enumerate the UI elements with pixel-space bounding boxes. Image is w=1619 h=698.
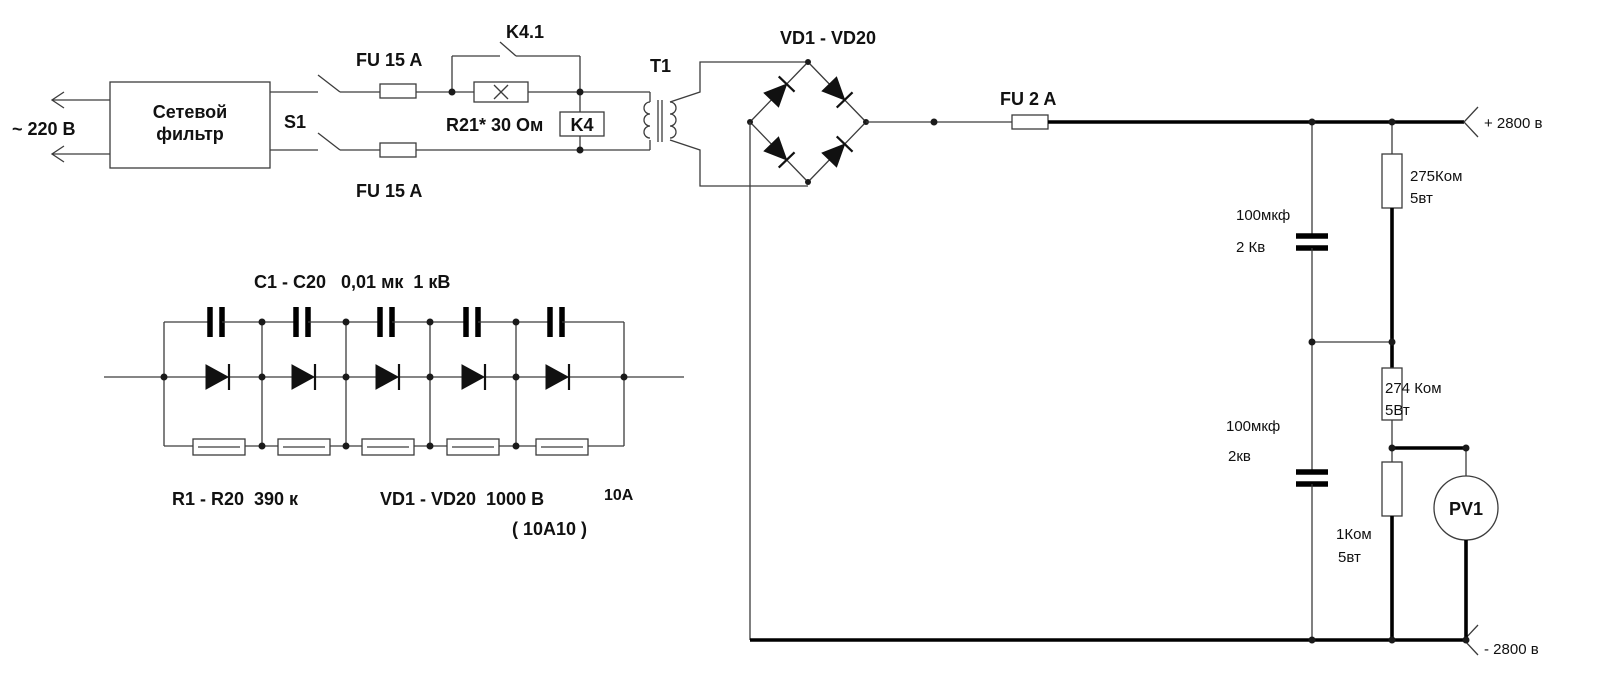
mains-input-label: ~ 220 В (12, 119, 76, 139)
switch-s1-label: S1 (284, 112, 306, 132)
cap-bot-value: 100мкф (1226, 418, 1280, 435)
detail-diode-1 (205, 364, 231, 390)
cap-top-voltage: 2 Кв (1236, 239, 1265, 256)
res-mid-value: 274 Ком (1385, 380, 1442, 397)
res-bot-power: 5вт (1338, 549, 1361, 566)
bridge-label: VD1 - VD20 (780, 28, 876, 48)
detail-diode-5 (545, 364, 571, 390)
fuse-2a (1011, 114, 1049, 130)
diode-bridge: VD1 - VD20 (747, 28, 1012, 640)
transformer-t1: T1 (643, 56, 808, 187)
detail-diode-4 (461, 364, 487, 390)
voltmeter-label: PV1 (1449, 499, 1483, 519)
fuse-bottom (379, 142, 417, 158)
mains-section: ~ 220 В Сетевой фильтр S1 FU 15 A FU 15 … (12, 22, 650, 201)
output-section: FU 2 A + 2800 в - 2800 в 100мкф 2 Кв 100… (750, 89, 1542, 658)
fuse-top-label: FU 15 A (356, 50, 422, 70)
switch-s1-pole-bottom (317, 132, 341, 151)
mains-filter-box (109, 81, 271, 169)
relay-coil-k4 (559, 111, 605, 137)
mains-filter-label-1: Сетевой (153, 102, 228, 122)
bridge-diode-3 (763, 136, 796, 169)
out-minus-label: - 2800 в (1484, 641, 1539, 658)
switch-s1-pole-top (317, 74, 341, 93)
relay-contact-label: K4.1 (506, 22, 544, 42)
cap-top-value: 100мкф (1236, 207, 1290, 224)
bridge-diode-1 (763, 75, 796, 108)
detail-current-label: 10A (604, 487, 634, 504)
out-plus-terminal (1463, 106, 1479, 138)
res-mid-power: 5Вт (1385, 402, 1410, 419)
out-plus-label: + 2800 в (1484, 115, 1542, 132)
diode-stack-detail: C1 - C20 0,01 мк 1 кВ R1 - R20 390 к VD1… (104, 272, 684, 539)
fuse-top (379, 83, 417, 99)
detail-cap-label: C1 - C20 0,01 мк 1 кВ (254, 272, 450, 292)
detail-part-label: ( 10A10 ) (512, 519, 587, 539)
mains-filter-label-2: фильтр (156, 124, 224, 144)
resistor-r21-label: R21* 30 Ом (446, 115, 543, 135)
fuse-bottom-label: FU 15 A (356, 181, 422, 201)
detail-diode-label: VD1 - VD20 1000 В (380, 489, 544, 509)
detail-res-label: R1 - R20 390 к (172, 489, 299, 509)
fuse-2a-label: FU 2 A (1000, 89, 1056, 109)
res-top-power: 5вт (1410, 190, 1433, 207)
relay-contact-k4-1 (499, 41, 517, 57)
res-bot-value: 1Ком (1336, 526, 1372, 543)
bridge-diode-2 (821, 76, 854, 109)
resistor-1k (1381, 461, 1403, 517)
resistor-275k (1381, 153, 1403, 209)
transformer-label: T1 (650, 56, 671, 76)
detail-diode-2 (291, 364, 317, 390)
res-top-value: 275Ком (1410, 168, 1462, 185)
cap-bot-voltage: 2кв (1228, 448, 1251, 465)
relay-coil-label: K4 (570, 115, 593, 135)
bridge-diode-4 (821, 135, 854, 168)
detail-diode-3 (375, 364, 401, 390)
